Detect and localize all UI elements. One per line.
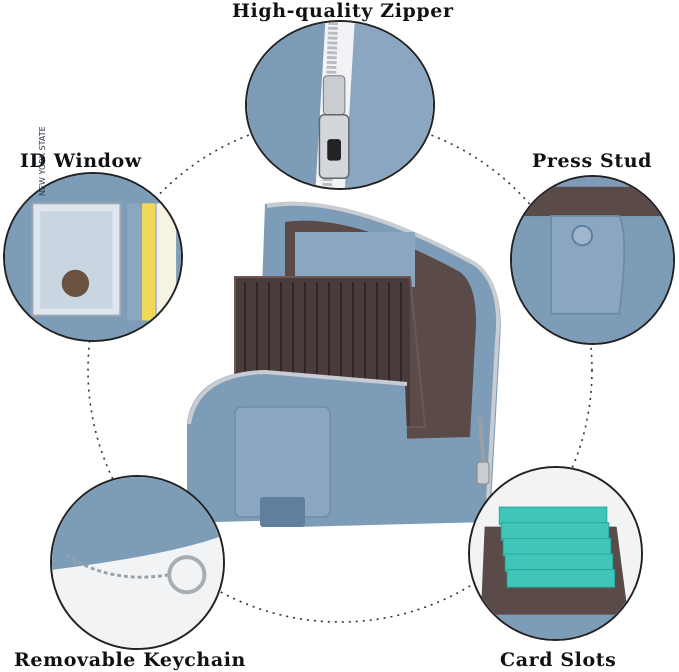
label-card-slots: Card Slots xyxy=(500,649,617,671)
id-window-closeup xyxy=(3,172,183,342)
label-keychain: Removable Keychain xyxy=(14,649,246,671)
label-zipper: High-quality Zipper xyxy=(232,0,454,22)
label-id-window: ID Window xyxy=(20,150,142,172)
press-stud-closeup xyxy=(510,175,675,345)
card-state-text: NEW YORK STATE xyxy=(38,126,47,196)
wallet-main-image xyxy=(186,201,501,527)
label-press-stud: Press Stud xyxy=(532,150,652,172)
keychain-closeup xyxy=(50,475,225,650)
card-slots-closeup xyxy=(468,466,643,641)
zipper-closeup xyxy=(245,20,435,190)
